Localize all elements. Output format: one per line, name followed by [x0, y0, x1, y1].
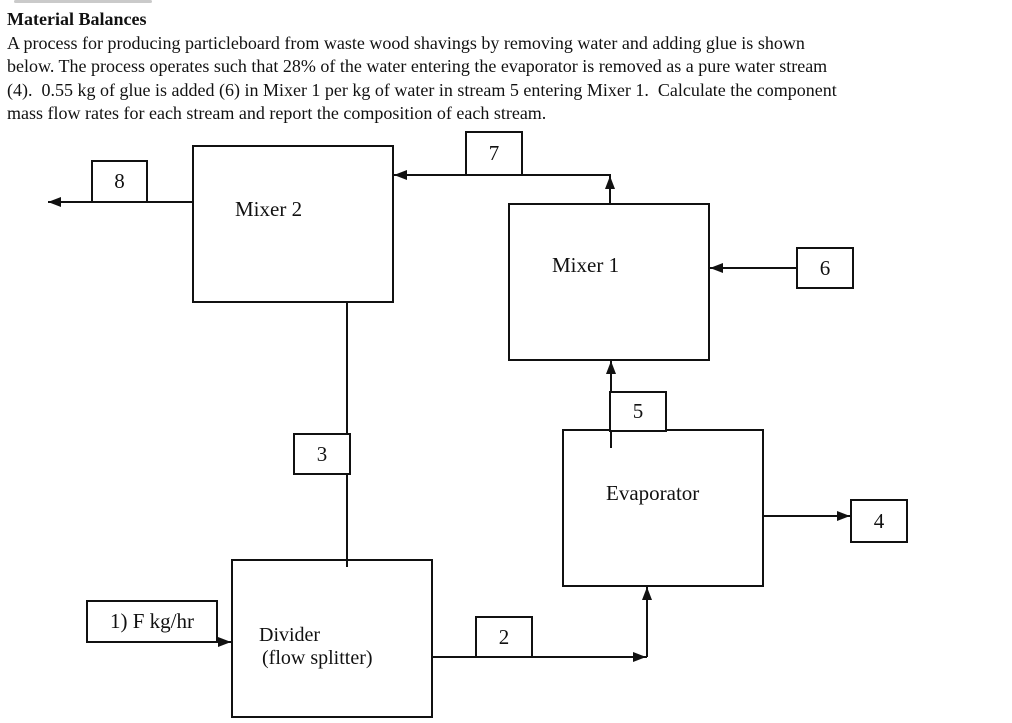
problem-text-line: below. The process operates such that 28…: [7, 56, 828, 76]
arrowhead-stream-7-into-mixer-2: [394, 170, 407, 180]
arrowhead-stream-1: [218, 637, 231, 647]
stream-label-5: 5: [632, 399, 644, 423]
stream-label-4: 4: [873, 508, 885, 533]
stream-label-8: 8: [114, 169, 125, 193]
stream-label-box-3: 3: [293, 433, 351, 475]
stream-label-box-4: 4: [850, 499, 908, 543]
problem-text-line: mass flow rates for each stream and repo…: [7, 103, 547, 123]
unit-label-evaporator: Evaporator: [606, 481, 700, 505]
stream-label-box-1: 1) F kg/hr: [86, 600, 218, 643]
stream-label-7: 7: [488, 141, 500, 165]
stream-label-box-2: 2: [475, 616, 533, 658]
unit-label-mixer-2: Mixer 2: [235, 197, 303, 221]
stream-label-1: 1) F kg/hr: [110, 609, 194, 633]
arrowhead-stream-2-elbow: [633, 652, 646, 662]
problem-text-line: A process for producing particleboard fr…: [7, 32, 805, 53]
unit-box-divider: Divider (flow splitter): [231, 559, 433, 718]
stream-label-box-6: 6: [796, 247, 854, 289]
stream-line-2-horizontal: [433, 656, 647, 658]
scan-artifact: [14, 0, 152, 3]
arrowhead-stream-5: [606, 361, 616, 374]
stream-label-6: 6: [819, 255, 831, 280]
arrowhead-stream-7-up: [605, 176, 615, 189]
arrowhead-stream-4: [837, 511, 850, 521]
unit-label-divider: Divider: [259, 624, 321, 646]
arrowhead-stream-8: [48, 197, 61, 207]
stream-label-3: 3: [316, 441, 328, 466]
problem-statement: Material Balances A process for producin…: [7, 8, 837, 126]
unit-label-divider-sub: (flow splitter): [262, 647, 373, 669]
unit-box-mixer-1: Mixer 1: [508, 203, 710, 361]
stream-label-2: 2: [498, 624, 510, 649]
page-title: Material Balances: [7, 9, 147, 29]
stream-label-box-7: 7: [465, 131, 523, 176]
unit-label-mixer-1: Mixer 1: [552, 253, 620, 277]
unit-box-evaporator: Evaporator: [562, 429, 764, 587]
stream-line-6: [710, 267, 796, 269]
stream-label-box-8: 8: [91, 160, 148, 203]
problem-text-line: (4). 0.55 kg of glue is added (6) in Mix…: [7, 79, 837, 100]
arrowhead-stream-2-into-evaporator: [642, 587, 652, 600]
stream-line-7-riser: [609, 176, 611, 203]
arrowhead-stream-6: [710, 263, 723, 273]
stream-label-box-5: 5: [609, 391, 667, 432]
stream-line-4: [764, 515, 850, 517]
unit-box-mixer-2: Mixer 2: [192, 145, 394, 303]
stream-line-2-vertical: [646, 587, 648, 657]
